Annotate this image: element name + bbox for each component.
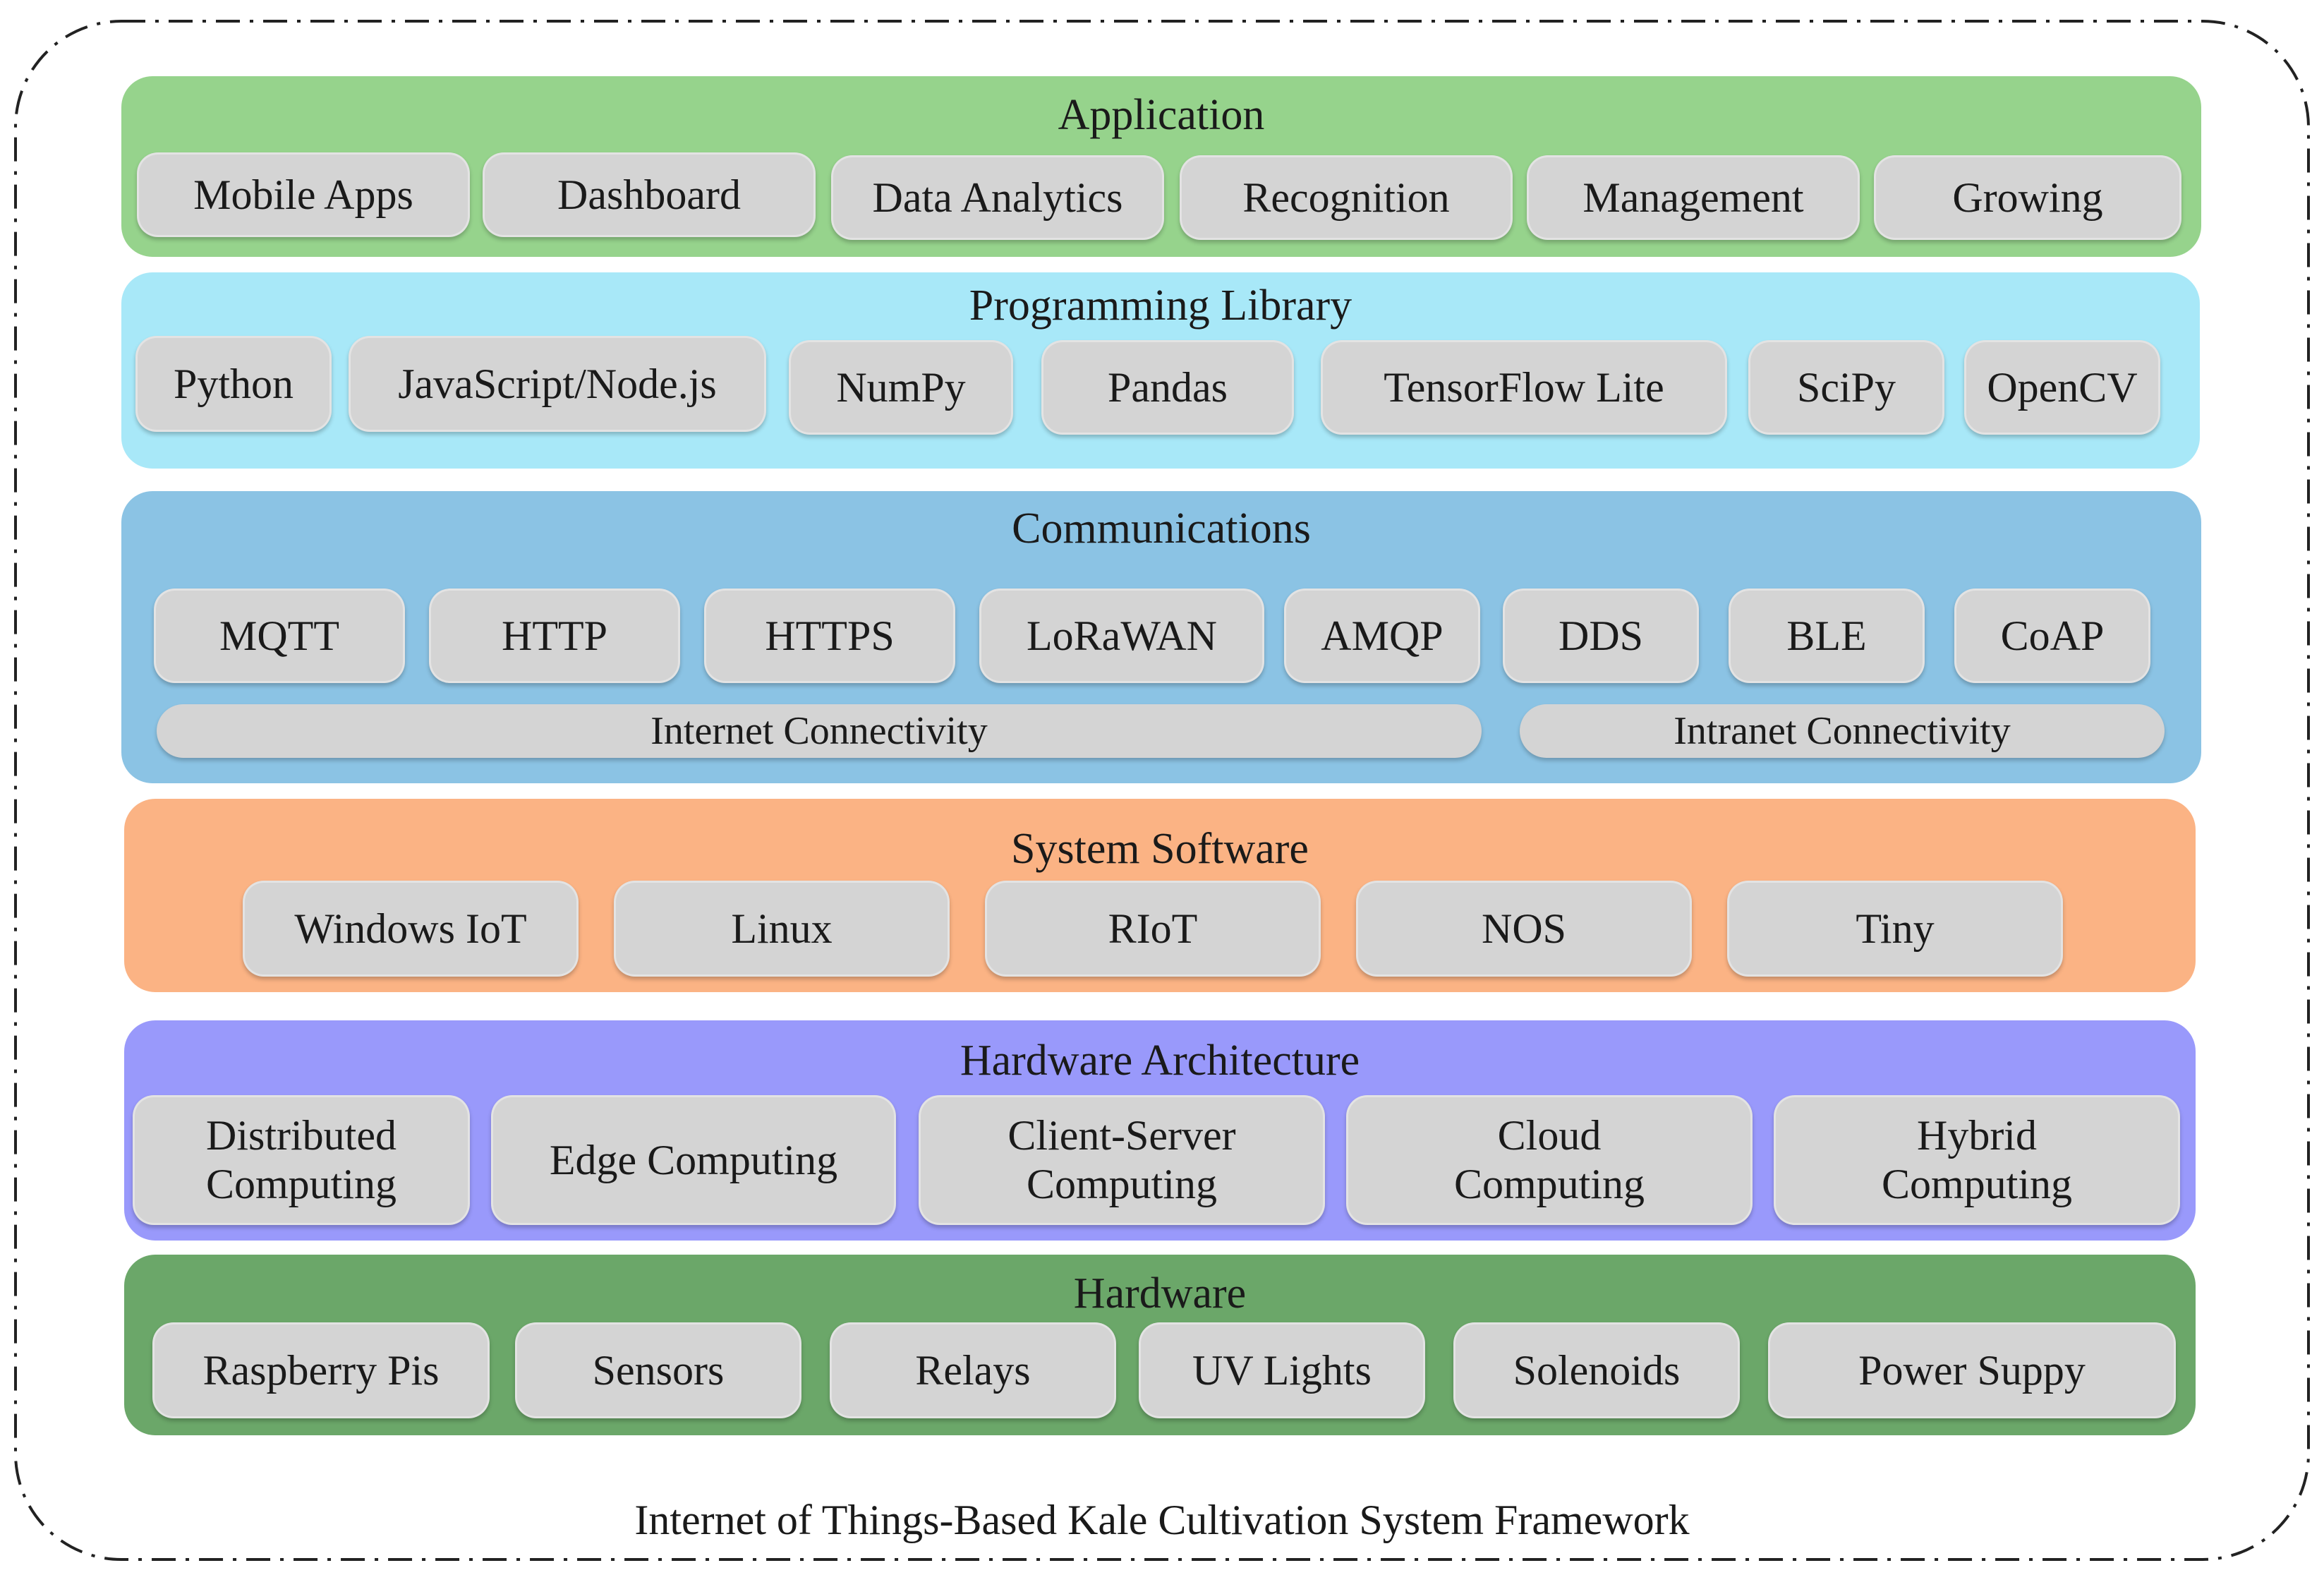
system-software-title: System Software bbox=[1011, 825, 1309, 873]
os-tiny: Tiny bbox=[1727, 881, 2063, 977]
protocol-https: HTTPS bbox=[704, 589, 955, 683]
system-software-layer: System Software Windows IoT Linux RIoT N… bbox=[124, 799, 2196, 992]
programming-item-python: Python bbox=[135, 336, 332, 432]
application-item-data-analytics: Data Analytics bbox=[831, 155, 1164, 240]
arch-edge-computing: Edge Computing bbox=[491, 1095, 896, 1225]
programming-item-tensorflow-lite: TensorFlow Lite bbox=[1321, 340, 1727, 435]
arch-cloud-computing: Cloud Computing bbox=[1346, 1095, 1753, 1225]
protocol-amqp: AMQP bbox=[1284, 589, 1480, 683]
figure-caption: Internet of Things-Based Kale Cultivatio… bbox=[634, 1497, 1690, 1543]
communications-title: Communications bbox=[1012, 505, 1311, 553]
protocol-http: HTTP bbox=[429, 589, 680, 683]
arch-client-server-computing: Client-Server Computing bbox=[919, 1095, 1325, 1225]
os-windows-iot: Windows IoT bbox=[243, 881, 579, 977]
application-item-growing: Growing bbox=[1874, 155, 2181, 240]
os-riot: RIoT bbox=[985, 881, 1321, 977]
programming-library-title: Programming Library bbox=[969, 282, 1352, 330]
os-linux: Linux bbox=[614, 881, 950, 977]
programming-library-layer: Programming Library Python JavaScript/No… bbox=[121, 272, 2200, 469]
hardware-title: Hardware bbox=[1073, 1269, 1247, 1317]
intranet-connectivity-bar: Intranet Connectivity bbox=[1520, 704, 2165, 758]
hardware-item-sensors: Sensors bbox=[515, 1322, 801, 1418]
os-nos: NOS bbox=[1356, 881, 1692, 977]
application-layer: Application Mobile Apps Dashboard Data A… bbox=[121, 76, 2201, 257]
arch-hybrid-computing: Hybrid Computing bbox=[1774, 1095, 2180, 1225]
hardware-item-relays: Relays bbox=[830, 1322, 1116, 1418]
application-title: Application bbox=[1058, 91, 1265, 139]
protocol-dds: DDS bbox=[1503, 589, 1699, 683]
arch-distributed-computing: Distributed Computing bbox=[133, 1095, 470, 1225]
hardware-item-raspberry-pis: Raspberry Pis bbox=[152, 1322, 490, 1418]
application-item-management: Management bbox=[1527, 155, 1860, 240]
hardware-architecture-title: Hardware Architecture bbox=[960, 1037, 1360, 1085]
programming-item-pandas: Pandas bbox=[1041, 340, 1294, 435]
hardware-item-solenoids: Solenoids bbox=[1453, 1322, 1740, 1418]
application-item-recognition: Recognition bbox=[1180, 155, 1513, 240]
application-item-mobile-apps: Mobile Apps bbox=[137, 152, 470, 237]
internet-connectivity-bar: Internet Connectivity bbox=[157, 704, 1482, 758]
protocol-mqtt: MQTT bbox=[154, 589, 405, 683]
communications-layer: Communications MQTT HTTP HTTPS LoRaWAN A… bbox=[121, 491, 2201, 783]
programming-item-javascript: JavaScript/Node.js bbox=[349, 336, 766, 432]
hardware-item-power-suppy: Power Suppy bbox=[1768, 1322, 2176, 1418]
programming-item-scipy: SciPy bbox=[1748, 340, 1944, 435]
hardware-layer: Hardware Raspberry Pis Sensors Relays UV… bbox=[124, 1255, 2196, 1435]
hardware-architecture-layer: Hardware Architecture Distributed Comput… bbox=[124, 1020, 2196, 1241]
protocol-ble: BLE bbox=[1729, 589, 1925, 683]
application-item-dashboard: Dashboard bbox=[483, 152, 816, 237]
programming-item-numpy: NumPy bbox=[789, 340, 1013, 435]
protocol-coap: CoAP bbox=[1954, 589, 2150, 683]
hardware-item-uv-lights: UV Lights bbox=[1139, 1322, 1425, 1418]
programming-item-opencv: OpenCV bbox=[1964, 340, 2160, 435]
protocol-lorawan: LoRaWAN bbox=[979, 589, 1264, 683]
